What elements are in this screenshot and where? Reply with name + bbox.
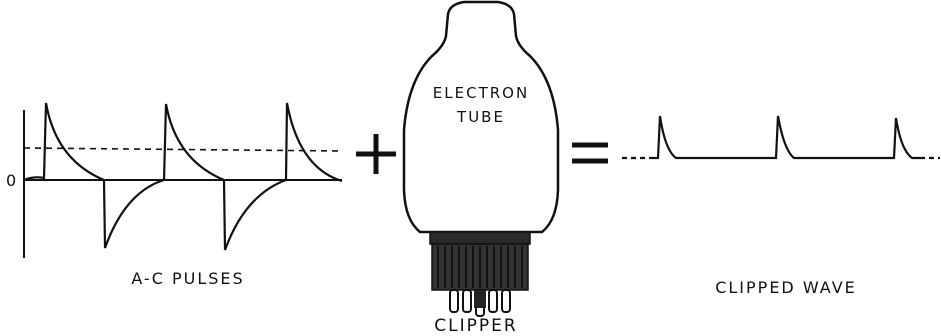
electron-tube	[402, 0, 560, 317]
clipped-waveform	[650, 115, 920, 160]
ac-pulse-waveform	[23, 102, 343, 251]
plus-sign	[356, 134, 396, 174]
tube-label-line1: ELECTRON	[433, 84, 529, 102]
ac-pulses-graph	[23, 102, 343, 258]
zero-label: 0	[6, 171, 18, 190]
tube-base-collar	[429, 231, 531, 245]
tube-label-line2: TUBE	[456, 108, 505, 126]
tube-glass-envelope	[402, 0, 560, 234]
clip-level-dashed-line	[23, 147, 343, 152]
clipped-wave-label: CLIPPED WAVE	[715, 278, 857, 297]
ac-pulses-label: A-C PULSES	[131, 269, 244, 288]
equals-sign	[572, 142, 608, 164]
clipper-label: CLIPPER	[434, 316, 517, 336]
tube-key	[474, 290, 486, 308]
clipped-wave-graph	[622, 115, 940, 160]
tube-pins	[449, 289, 511, 317]
tube-base-ribs	[437, 246, 523, 288]
